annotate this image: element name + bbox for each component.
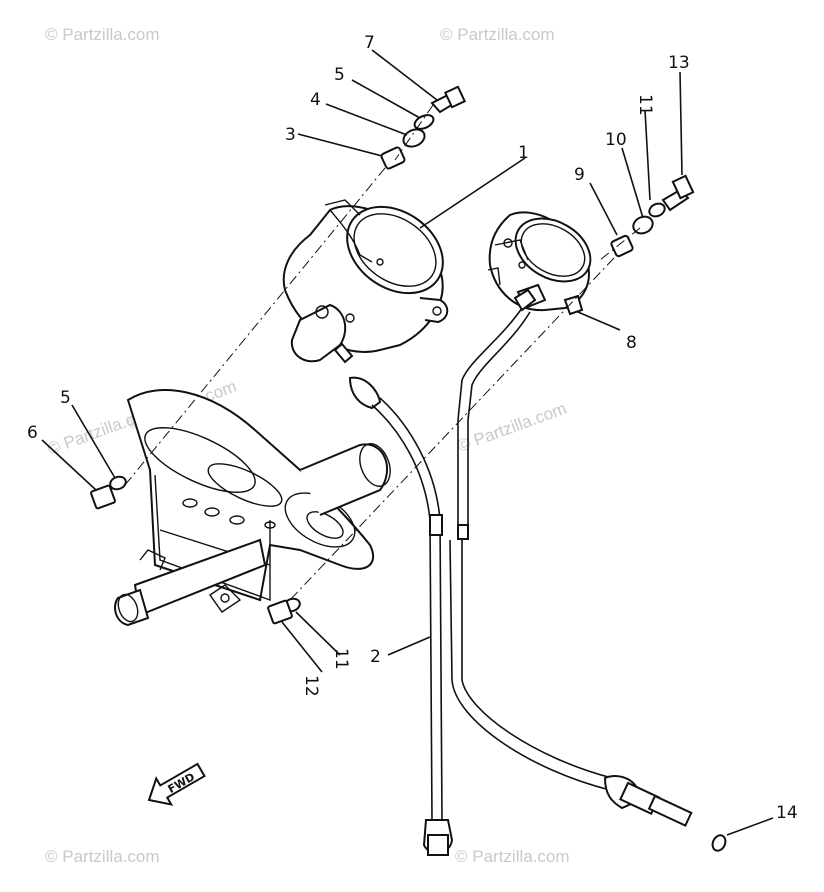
speedometer-cable <box>348 376 454 856</box>
assembly-lines <box>124 104 641 601</box>
callout-12: 12 <box>301 675 321 697</box>
callout-10: 10 <box>605 130 627 150</box>
watermarks: © Partzilla.com © Partzilla.com © Partzi… <box>45 25 570 866</box>
tachometer-cable <box>449 288 693 827</box>
callout-5: 5 <box>60 388 71 408</box>
callout-13: 13 <box>668 53 690 73</box>
meter-bracket <box>114 389 391 627</box>
leader-lines <box>41 49 774 836</box>
callout-5: 5 <box>334 65 345 85</box>
callout-14: 14 <box>776 803 798 823</box>
callout-9: 9 <box>574 165 585 185</box>
watermark: © Partzilla.com <box>45 847 160 866</box>
callout-11: 11 <box>635 94 655 116</box>
watermark: © Partzilla.com <box>45 25 160 44</box>
callout-numbers: 1 2 3 4 5 5 6 7 8 9 10 11 11 12 13 14 <box>27 33 798 823</box>
callout-7: 7 <box>364 33 375 53</box>
fwd-arrow: FWD <box>147 762 206 806</box>
watermark: © Partzilla.com <box>455 847 570 866</box>
callout-1: 1 <box>518 143 529 163</box>
speedometer-assembly <box>282 199 449 364</box>
callout-8: 8 <box>626 333 637 353</box>
callout-11: 11 <box>331 648 351 670</box>
callout-3: 3 <box>285 125 296 145</box>
callout-4: 4 <box>310 90 321 110</box>
watermark: © Partzilla.com <box>440 25 555 44</box>
tachometer-assembly <box>487 211 592 316</box>
callout-2: 2 <box>370 647 381 667</box>
callout-6: 6 <box>27 423 38 443</box>
